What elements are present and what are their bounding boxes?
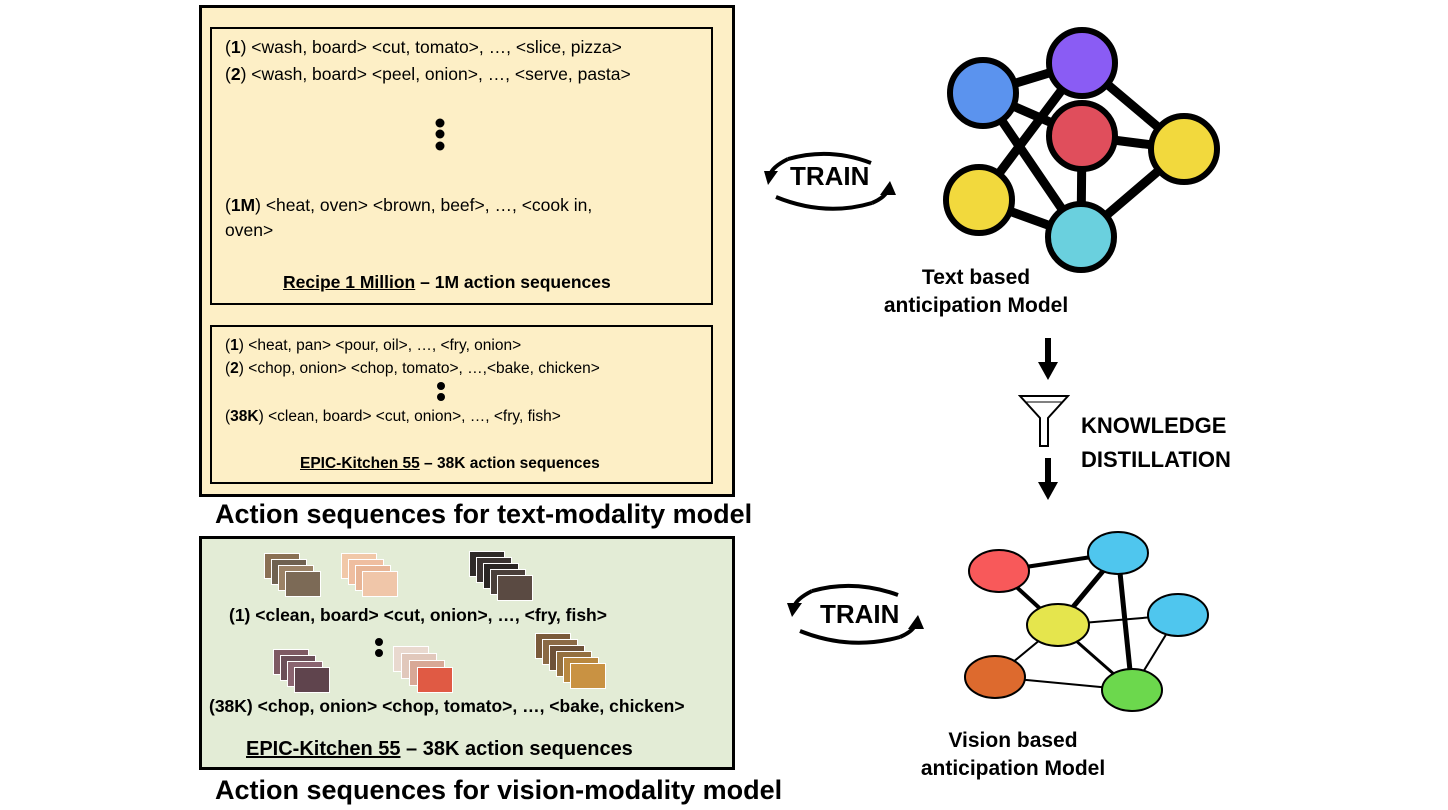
- frame-stack-bake-chicken: [535, 633, 613, 695]
- graph-node: [1147, 593, 1209, 637]
- vision-modality-panel: [199, 536, 735, 770]
- vision-modality-caption: Action sequences for vision-modality mod…: [215, 775, 783, 805]
- recipe1m-caption: Recipe 1 Million – 1M action sequences: [283, 272, 611, 292]
- text-modality-caption: Action sequences for text-modality model: [215, 499, 753, 529]
- graph-node: [1026, 603, 1090, 647]
- graph-node: [1046, 27, 1118, 99]
- text-model-graph: [943, 27, 1220, 273]
- vision-model-graph: [964, 531, 1209, 712]
- frame-stack-chop-tomato: [393, 646, 463, 696]
- train-cycle-icon: [787, 583, 924, 645]
- down-arrow-icon: [1038, 458, 1058, 500]
- frame-stack-chop-onion: [273, 649, 333, 693]
- train-label-top: TRAIN: [790, 161, 870, 191]
- knowledge-distillation-label: KNOWLEDGE DISTILLATION: [1081, 413, 1231, 473]
- graph-node: [947, 57, 1019, 129]
- frame-stack-clean-board: [264, 553, 324, 599]
- train-cycle-icon: [764, 151, 896, 211]
- recipe1m-box: [210, 27, 713, 305]
- graph-node: [1087, 531, 1149, 575]
- epic-sequence-38k: (38K) <clean, board> <cut, onion>, …, <f…: [225, 408, 561, 425]
- epic-kitchen-text-box: [210, 325, 713, 484]
- graph-node: [964, 655, 1026, 699]
- recipe-sequence-2: (2) <wash, board> <peel, onion>, …, <ser…: [225, 64, 631, 84]
- vision-sequence-38k: (38K) <chop, onion> <chop, tomato>, …, <…: [209, 696, 685, 716]
- graph-node: [1045, 201, 1117, 273]
- funnel-icon: [1018, 395, 1070, 447]
- vision-sequence-1: (1) <clean, board> <cut, onion>, …, <fry…: [229, 605, 607, 625]
- graph-node: [943, 164, 1015, 236]
- frame-stack-fry-fish: [469, 551, 535, 603]
- graph-node: [1046, 100, 1118, 172]
- recipe-sequence-1m: (1M) <heat, oven> <brown, beef>, …, <coo…: [225, 195, 593, 215]
- epic-text-caption: EPIC-Kitchen 55 – 38K action sequences: [300, 455, 600, 472]
- epic-sequence-1: (1) <heat, pan> <pour, oil>, …, <fry, on…: [225, 337, 522, 354]
- vertical-ellipsis-icon: [437, 382, 445, 401]
- vertical-ellipsis-icon: [375, 638, 383, 657]
- graph-node: [1148, 113, 1220, 185]
- down-arrow-icon: [1038, 338, 1058, 380]
- text-model-label: Text based anticipation Model: [883, 266, 1069, 317]
- vision-model-label: Vision based anticipation Model: [920, 729, 1106, 780]
- recipe-sequence-1m-wrap: oven>: [225, 220, 274, 240]
- recipe-sequence-1: (1) <wash, board> <cut, tomato>, …, <sli…: [225, 37, 622, 57]
- frame-stack-cut-onion: [341, 553, 401, 599]
- train-label-bottom: TRAIN: [820, 599, 900, 629]
- graph-node: [1101, 668, 1163, 712]
- epic-vision-caption: EPIC-Kitchen 55 – 38K action sequences: [246, 738, 633, 760]
- text-modality-panel: [199, 5, 735, 497]
- vertical-ellipsis-icon: [435, 118, 445, 151]
- graph-node: [968, 549, 1030, 593]
- epic-sequence-2: (2) <chop, onion> <chop, tomato>, …,<bak…: [225, 360, 600, 377]
